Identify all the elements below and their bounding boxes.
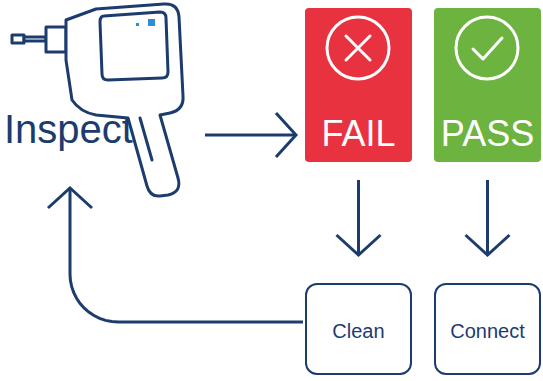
inspection-scope — [12, 4, 183, 196]
pass-icon-ring — [456, 17, 518, 79]
flow-arrow — [357, 180, 360, 255]
pass-icon — [456, 17, 518, 79]
process-label: Clean — [332, 320, 384, 343]
result-label: FAIL — [321, 113, 395, 154]
pass-result-box: PASS — [434, 8, 541, 162]
scope-indicator-dot — [136, 23, 139, 26]
station-label: Inspect — [4, 106, 133, 152]
inspect-station: Inspect — [0, 0, 200, 185]
flow-arrow — [70, 188, 303, 322]
flow-arrow — [486, 180, 489, 255]
scope-grip-line — [140, 118, 152, 160]
fail-icon-ring — [327, 17, 389, 79]
scope-tip — [12, 35, 24, 43]
scope-screen — [100, 12, 168, 80]
process-box: Clean — [305, 283, 412, 375]
scope-body — [66, 4, 183, 196]
fail-icon-cross — [346, 36, 370, 60]
flow-arrow — [205, 134, 296, 137]
scope-indicator — [148, 19, 155, 26]
pass-icon-check — [473, 38, 502, 59]
scope-probe — [24, 37, 46, 41]
fail-icon — [327, 17, 389, 79]
result-label: PASS — [441, 113, 534, 154]
process-label: Connect — [450, 320, 525, 343]
scope-collar — [46, 27, 66, 52]
process-box: Connect — [434, 283, 541, 375]
fail-result-box: FAIL — [305, 8, 412, 162]
